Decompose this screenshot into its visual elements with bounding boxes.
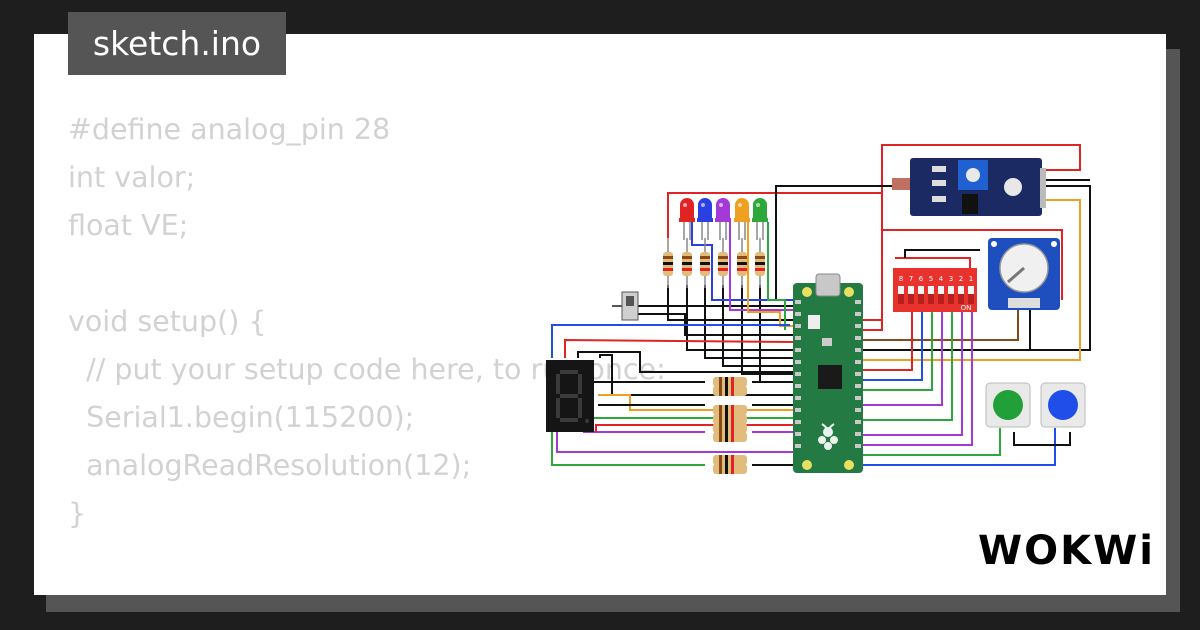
resistor (718, 238, 728, 288)
resistor (713, 414, 747, 424)
resistor (663, 238, 673, 288)
wire (775, 185, 1091, 351)
code-line: void loop() { (68, 586, 666, 595)
led (697, 198, 713, 240)
resistor-column (663, 238, 765, 288)
dip-switch-number: 6 (919, 275, 924, 283)
dip-switch-number: 1 (969, 275, 973, 283)
wire (722, 285, 795, 367)
resistor (713, 377, 747, 387)
resistor (713, 455, 747, 465)
code-line: float VE; (68, 209, 189, 242)
seven-segment-display (546, 360, 594, 432)
wire (564, 338, 796, 358)
wire (667, 285, 795, 321)
push-button-green[interactable] (985, 382, 1031, 428)
wire (577, 351, 795, 373)
resistor (713, 386, 747, 396)
wire (860, 308, 1019, 341)
wire (556, 432, 795, 453)
wire (860, 310, 943, 406)
dip-switch[interactable]: 8 7 6 5 4 3 2 1 ON (893, 268, 977, 312)
file-tab[interactable]: sketch.ino (68, 12, 286, 75)
led (679, 198, 695, 240)
code-editor: #define analog_pin 28 int valor; float VE;… (68, 106, 666, 595)
code-line: #define analog_pin 28 (68, 113, 391, 146)
wire (904, 249, 980, 258)
wire (860, 199, 1081, 361)
dip-switch-number: 4 (939, 275, 944, 283)
code-line: } (68, 497, 87, 530)
dip-switch-number: 2 (959, 275, 963, 283)
wire (895, 257, 971, 268)
led (752, 198, 768, 240)
dip-switch-number: 3 (949, 275, 953, 283)
wire (704, 285, 795, 359)
led (734, 198, 750, 240)
dip-switch-number: 7 (909, 275, 913, 283)
resistor (713, 423, 747, 433)
wire (860, 310, 913, 371)
dip-switch-on-label: ON (961, 304, 972, 312)
raspberry-logo-icon (818, 423, 838, 450)
resistor (713, 432, 747, 442)
code-line: int valor; (68, 161, 196, 194)
resistor (713, 464, 747, 474)
wire (860, 428, 1001, 456)
wire (881, 144, 1081, 193)
wire (691, 222, 795, 301)
segment-resistors (713, 377, 747, 474)
code-line: void setup() { (68, 305, 267, 338)
potentiometer[interactable] (988, 238, 1060, 310)
wire (551, 432, 705, 466)
wire (598, 394, 795, 411)
wire (860, 310, 963, 436)
light-sensor-module (892, 158, 1046, 216)
dip-switch-number: 5 (929, 275, 933, 283)
wire (860, 229, 1063, 321)
wire (551, 324, 790, 358)
wire (729, 222, 795, 311)
wire (767, 222, 786, 330)
resistor (737, 238, 747, 288)
wire (860, 310, 923, 381)
code-line: analogReadResolution(12); (68, 449, 472, 482)
dip-switch-number: 8 (899, 275, 903, 283)
led (715, 198, 731, 240)
wire (1013, 432, 1071, 446)
resistor (682, 238, 692, 288)
resistor (713, 405, 747, 415)
wire (860, 310, 953, 421)
wire (595, 424, 795, 432)
code-line: Serial1.begin(115200); (68, 401, 415, 434)
wire (860, 428, 1056, 466)
code-panel: #define analog_pin 28 int valor; float VE;… (34, 34, 1166, 595)
wire (860, 310, 933, 391)
wire (741, 285, 795, 375)
wokwi-logo: WOKWi (978, 528, 1155, 574)
raspberry-pi-pico-board (793, 273, 863, 473)
resistor (700, 238, 710, 288)
code-line: // put your setup code here, to run once… (68, 353, 666, 386)
push-button-blue[interactable] (1040, 382, 1086, 428)
resistor (755, 238, 765, 288)
slide-switch[interactable] (612, 291, 639, 321)
wire (599, 354, 795, 396)
wire (860, 310, 973, 446)
